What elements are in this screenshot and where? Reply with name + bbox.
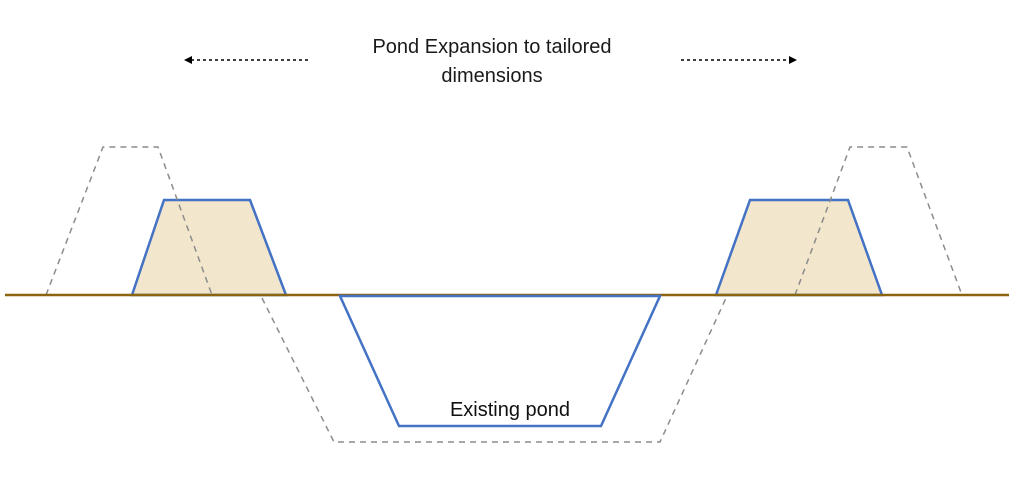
existing-pond-label: Existing pond — [449, 399, 571, 421]
left-existing-berm — [130, 198, 288, 297]
page-title: Pond Expansion to tailored dimensions — [312, 33, 672, 91]
right-existing-berm — [714, 198, 884, 297]
title-line-2: dimensions — [441, 65, 543, 87]
title-line-1: Pond Expansion to tailored — [372, 36, 612, 58]
left-planned-berm — [45, 146, 213, 296]
right-planned-berm — [794, 146, 963, 296]
existing-pond — [338, 294, 662, 428]
planned-pond-outline — [261, 297, 727, 443]
